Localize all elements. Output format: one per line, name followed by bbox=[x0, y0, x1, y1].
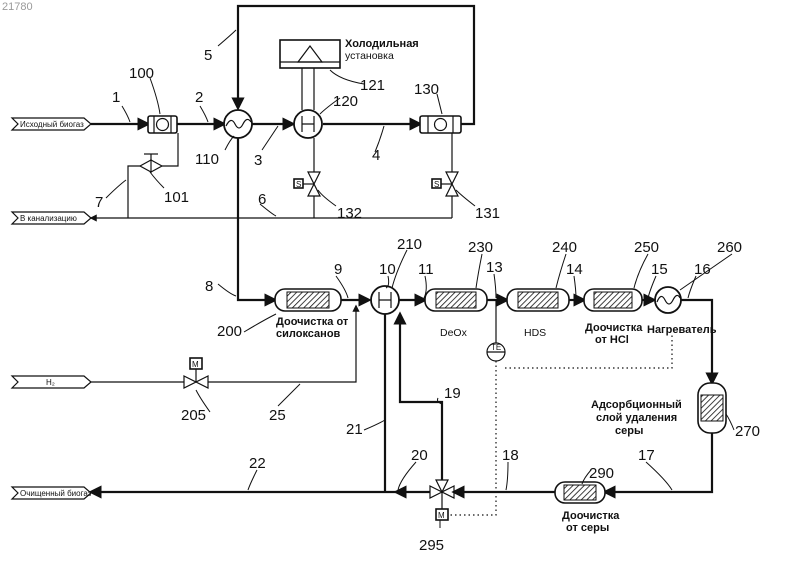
separator-130 bbox=[420, 116, 461, 133]
deox-reactor-230 bbox=[425, 289, 487, 311]
ref-19: 19 bbox=[444, 385, 461, 402]
heater-260 bbox=[655, 287, 681, 313]
ref-18: 18 bbox=[502, 447, 519, 464]
ref-101: 101 bbox=[164, 189, 189, 206]
ref-130: 130 bbox=[414, 81, 439, 98]
separator-100 bbox=[148, 116, 177, 133]
ref-270: 270 bbox=[735, 423, 760, 440]
line-17 bbox=[605, 433, 712, 492]
to-sewer-label: В канализацию bbox=[20, 214, 77, 223]
heater-label: Нагреватель bbox=[647, 324, 717, 336]
ref-200: 200 bbox=[217, 323, 242, 340]
solenoid-valve-131: S bbox=[432, 172, 458, 196]
adsorber-270 bbox=[698, 383, 726, 433]
ref-260: 260 bbox=[717, 239, 742, 256]
temperature-element-te: TE bbox=[487, 343, 505, 361]
raw-biogas-inlet-tag: Исходный биогаз bbox=[12, 118, 91, 130]
ref-121: 121 bbox=[360, 77, 385, 94]
ref-17: 17 bbox=[638, 447, 655, 464]
ref-20: 20 bbox=[411, 447, 428, 464]
ref-3: 3 bbox=[254, 152, 262, 169]
adsorb-label-3: серы bbox=[615, 425, 643, 437]
deox-label: DeOx bbox=[440, 327, 468, 339]
ref-120: 120 bbox=[333, 93, 358, 110]
ref-22: 22 bbox=[249, 455, 266, 472]
s-label-131: S bbox=[434, 180, 439, 189]
sheet-id: 21780 bbox=[2, 1, 33, 13]
ref-21: 21 bbox=[346, 421, 363, 438]
ref-11: 11 bbox=[418, 261, 434, 278]
line-7 bbox=[128, 166, 140, 218]
ref-9: 9 bbox=[334, 261, 342, 278]
h2-label: H₂ bbox=[46, 378, 55, 387]
hds-label: HDS bbox=[524, 327, 546, 339]
sewer-outlet-tag: В канализацию bbox=[12, 212, 91, 224]
te-label: TE bbox=[491, 343, 501, 352]
m-label-205: M bbox=[192, 360, 199, 369]
drain-100 bbox=[162, 133, 178, 166]
ref-131: 131 bbox=[475, 205, 500, 222]
siloxane-label-1: Доочистка от bbox=[276, 316, 349, 328]
chiller-120 bbox=[294, 110, 322, 138]
hcl-vessel-250 bbox=[584, 289, 642, 311]
sulfur-label-2: от серы bbox=[566, 522, 609, 534]
sulfur-label-1: Доочистка bbox=[562, 510, 620, 522]
adsorb-label-1: Адсорбционный bbox=[591, 399, 682, 411]
refrigeration-unit-121 bbox=[280, 40, 340, 68]
ref-6: 6 bbox=[258, 191, 266, 208]
solenoid-valve-132: S bbox=[294, 172, 320, 196]
h2-inlet-tag: H₂ bbox=[12, 376, 91, 388]
ref-295: 295 bbox=[419, 537, 444, 554]
siloxane-vessel-200 bbox=[275, 289, 341, 311]
hcl-label-2: от HCl bbox=[595, 334, 629, 346]
heat-exchanger-210 bbox=[371, 286, 399, 314]
ref-15: 15 bbox=[651, 261, 668, 278]
hcl-label-1: Доочистка bbox=[585, 322, 643, 334]
ref-132: 132 bbox=[337, 205, 362, 222]
ref-14: 14 bbox=[566, 261, 583, 278]
ref-7: 7 bbox=[95, 194, 103, 211]
s-label-132: S bbox=[296, 180, 301, 189]
ref-16: 16 bbox=[694, 261, 711, 278]
chiller-label-1: Холодильная bbox=[345, 38, 419, 50]
ref-10: 10 bbox=[379, 261, 396, 278]
ref-5: 5 bbox=[204, 47, 212, 64]
ref-25: 25 bbox=[269, 407, 286, 424]
ref-4: 4 bbox=[372, 147, 380, 164]
clean-biogas-outlet-tag: Очищенный биогаз bbox=[12, 487, 92, 499]
ref-210: 210 bbox=[397, 236, 422, 253]
ref-2: 2 bbox=[195, 89, 203, 106]
clean-biogas-label: Очищенный биогаз bbox=[20, 489, 92, 498]
sulfur-vessel-290 bbox=[555, 482, 605, 503]
heater-control-signal bbox=[505, 334, 672, 368]
ref-250: 250 bbox=[634, 239, 659, 256]
ref-230: 230 bbox=[468, 239, 493, 256]
ref-100: 100 bbox=[129, 65, 154, 82]
refrigerant-lines bbox=[302, 68, 314, 110]
valve-101 bbox=[140, 154, 162, 172]
ref-1: 1 bbox=[112, 89, 120, 106]
raw-biogas-label: Исходный биогаз bbox=[20, 120, 84, 129]
chiller-label-2: установка bbox=[345, 50, 394, 62]
ref-110: 110 bbox=[195, 151, 219, 168]
ref-290: 290 bbox=[589, 465, 614, 482]
line-16 bbox=[681, 300, 712, 383]
siloxane-label-2: силоксанов bbox=[276, 328, 341, 340]
adsorb-label-2: слой удаления bbox=[596, 412, 677, 424]
heat-exchanger-110 bbox=[224, 110, 252, 138]
ref-8: 8 bbox=[205, 278, 213, 295]
m-label-295: M bbox=[438, 511, 445, 520]
control-valve-205: M bbox=[184, 358, 208, 388]
hds-reactor-240 bbox=[507, 289, 569, 311]
three-way-valve-295: M bbox=[430, 480, 454, 520]
ref-13: 13 bbox=[486, 259, 503, 276]
ref-205: 205 bbox=[181, 407, 206, 424]
ref-240: 240 bbox=[552, 239, 577, 256]
